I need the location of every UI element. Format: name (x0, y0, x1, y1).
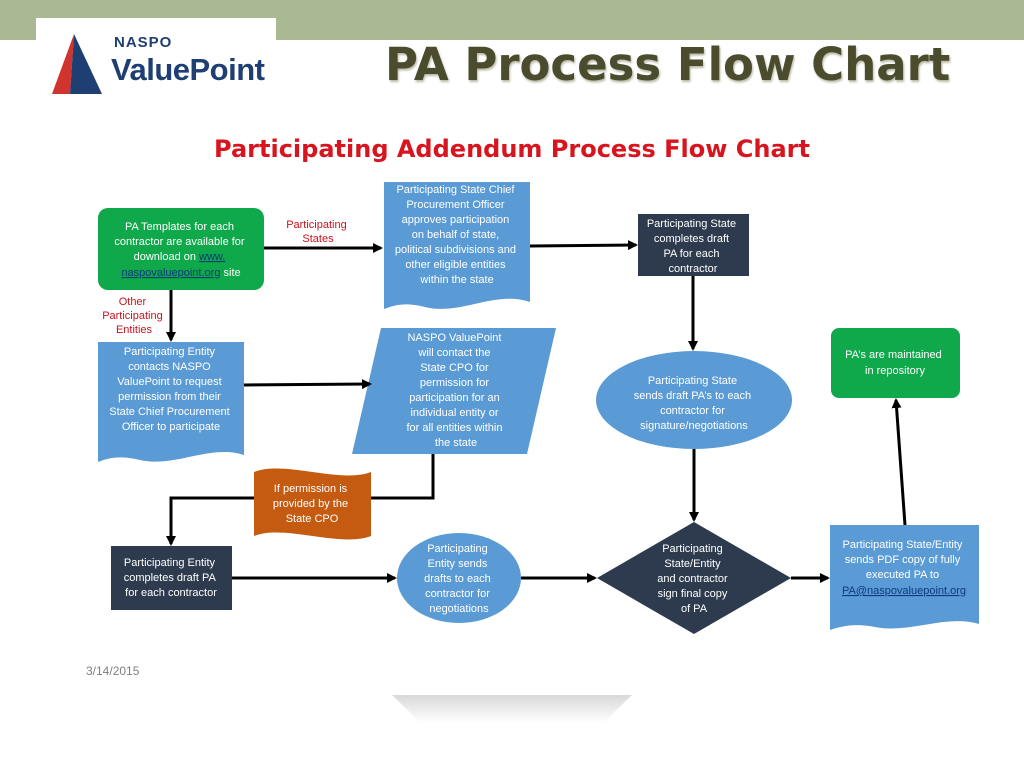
node-repository-shape (831, 328, 960, 398)
node-naspo-contact-text: NASPO ValuePoint will contact the State … (406, 332, 505, 449)
node-naspo-contact-shape (352, 328, 556, 454)
edge-state-cpo-to-state-draft (529, 240, 638, 251)
edge-permission-to-entity-draft (166, 496, 254, 546)
node-permission-shape (254, 468, 371, 540)
node-templates-shape (98, 208, 264, 290)
node-permission-text: If permission is provided by the State C… (273, 483, 351, 525)
edge-label-other-entities: Other Participating Entities (102, 296, 166, 336)
logo-valuepoint-text: ValuePoint (111, 52, 265, 87)
node-state-cpo-shape (384, 182, 530, 309)
edge-naspo-to-permission (371, 454, 435, 500)
logo-naspo-text: NASPO (114, 34, 173, 51)
edge-label-participating-states: Participating States (286, 219, 350, 245)
node-state-draft-shape (638, 214, 749, 276)
bottom-decoration (392, 695, 632, 723)
node-entity-draft-shape (111, 546, 232, 610)
node-entity-draft-text: Participating Entity completes draft PA … (124, 557, 219, 599)
node-entity-sends-text: Participating Entity sends drafts to eac… (424, 543, 494, 615)
naspo-valuepoint-logo (36, 18, 276, 104)
node-send-pdf-text: Participating State/Entity sends PDF cop… (842, 539, 966, 597)
slide-date: 3/14/2015 (86, 664, 140, 678)
edge-send-pdf-to-repository (891, 398, 907, 526)
node-state-draft-text: Participating State completes draft PA f… (647, 218, 739, 275)
node-sign-final-text: Participating State/Entity and contracto… (657, 543, 730, 615)
node-entity-contacts-shape (98, 342, 244, 462)
edge-entity-contacts-to-naspo (243, 379, 372, 390)
node-state-sends-text: Participating State sends draft PA’s to … (634, 375, 754, 432)
node-sign-final-shape (597, 522, 791, 634)
node-send-pdf-shape (830, 525, 979, 630)
slide-title: PA Process Flow Chart (385, 38, 951, 91)
node-state-sends-shape (596, 351, 792, 449)
node-repository-text: PA’s are maintained in repository (845, 349, 945, 377)
node-state-cpo-text: Participating State Chief Procurement Of… (395, 184, 519, 286)
node-entity-contacts-text: Participating Entity contacts NASPO Valu… (109, 346, 233, 433)
node-entity-sends-shape (397, 533, 521, 623)
chart-title: Participating Addendum Process Flow Char… (214, 135, 810, 163)
logo-mark-icon (52, 34, 102, 94)
node-templates-text: PA Templates for each contractor are ava… (114, 221, 247, 279)
